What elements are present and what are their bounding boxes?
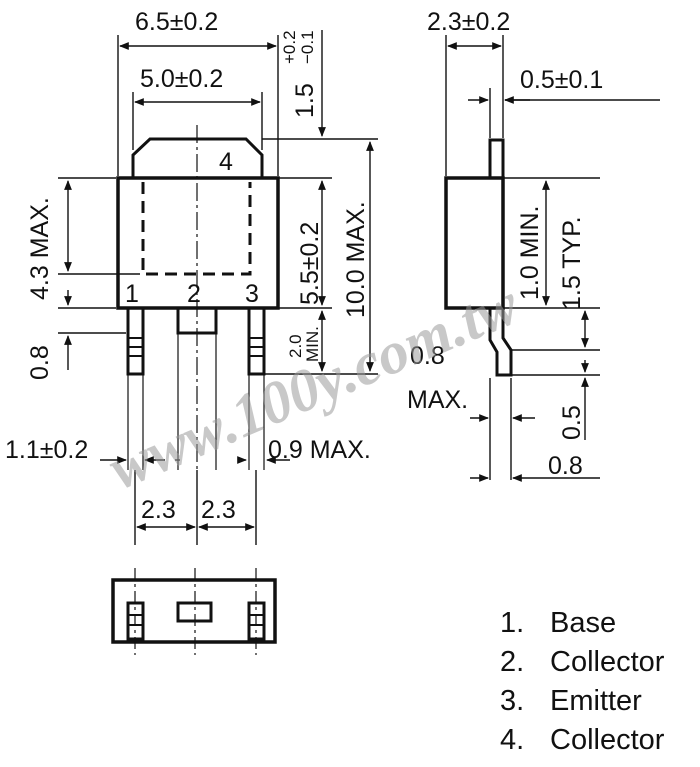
left-lead	[126, 306, 145, 376]
dim-tab-tol-plus: +0.2	[280, 30, 299, 64]
pin-legend-item: 3. Emitter	[500, 682, 664, 721]
pin-legend-name: Collector	[550, 724, 665, 756]
dim-pitch-right: 2.3	[201, 496, 236, 524]
bottom-view	[111, 568, 277, 655]
side-tab	[488, 138, 505, 180]
pin-number-4: 4	[219, 148, 233, 176]
dim-tab-tol-minus: −0.1	[298, 30, 317, 64]
pin-legend-name: Collector	[550, 646, 665, 678]
dim-body-height: 5.5±0.2	[296, 222, 324, 305]
dim-pitch-left: 2.3	[141, 496, 176, 524]
dim-body-height-max: 4.3 MAX.	[26, 197, 54, 300]
hidden-tab-outline	[141, 182, 252, 276]
dim-overall-width: 6.5±0.2	[135, 8, 218, 36]
pin-legend: 1. Base 2. Collector 3. Emitter 4. Collector	[500, 604, 664, 760]
pin-number-2: 2	[187, 280, 201, 308]
pin-legend-name: Emitter	[550, 685, 642, 717]
dim-side-max: MAX.	[407, 386, 468, 414]
pin-number-1: 1	[125, 280, 139, 308]
pin-legend-number: 1.	[500, 607, 525, 639]
dim-body-width: 5.0±0.2	[140, 65, 223, 93]
pin-legend-number: 3.	[500, 685, 525, 717]
side-body	[444, 176, 505, 310]
pin-legend-number: 4.	[500, 724, 525, 756]
side-view	[444, 138, 513, 377]
right-lead	[247, 306, 266, 376]
pin-legend-item: 2. Collector	[500, 643, 664, 682]
dim-side-08: 0.8	[410, 342, 445, 370]
dim-overall-height-max: 10.0 MAX.	[342, 201, 370, 318]
side-dimension-lines	[445, 35, 660, 482]
dim-lead-width: 1.1±0.2	[5, 436, 88, 464]
front-dimension-lines	[58, 30, 378, 545]
dim-side-typ: 1.5 TYP.	[558, 216, 586, 310]
dim-side-tab: 0.5±0.1	[520, 66, 603, 94]
dim-side-thickness: 2.3±0.2	[427, 8, 510, 36]
dim-lead-thickness-max: 0.9 MAX.	[268, 436, 371, 464]
side-lead	[488, 308, 513, 377]
dim-tab-height: 1.5	[291, 83, 319, 118]
pin-legend-item: 4. Collector	[500, 721, 664, 760]
dim-lead-stub: 0.8	[26, 345, 54, 380]
pin-legend-number: 2.	[500, 646, 525, 678]
dim-lead-min-value: 2.0	[286, 334, 305, 358]
front-view	[116, 125, 280, 470]
tab-outline	[131, 137, 264, 178]
dim-lead-min-label: MIN.	[303, 326, 322, 362]
pin-legend-item: 1. Base	[500, 604, 664, 643]
pin-legend-name: Base	[550, 607, 617, 639]
pin-number-3: 3	[245, 280, 259, 308]
dim-side-bottom: 0.8	[548, 452, 583, 480]
dim-side-min: 1.0 MIN.	[516, 206, 544, 300]
center-lead-stub	[176, 306, 218, 335]
dim-side-05: 0.5	[558, 405, 586, 440]
bottom-outline	[111, 578, 277, 644]
